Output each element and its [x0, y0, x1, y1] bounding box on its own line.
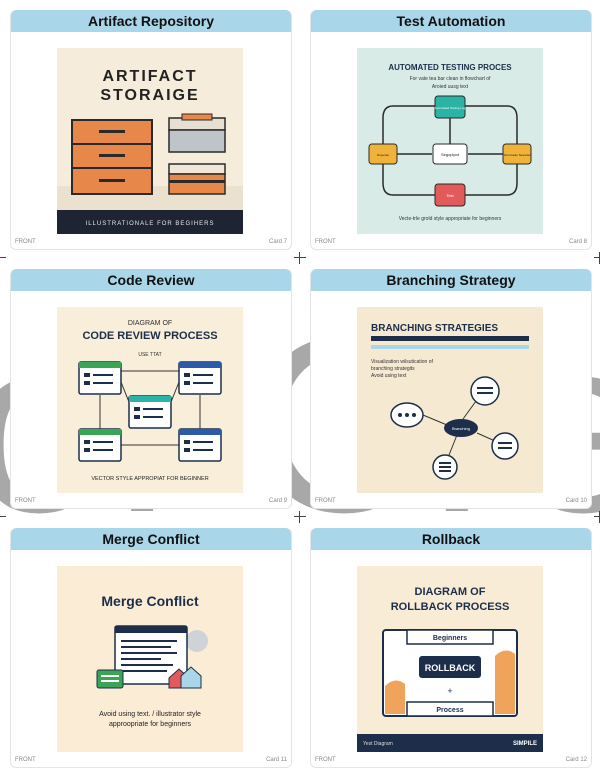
- illus-subtitle: Visualization wilsutication of: [371, 359, 433, 365]
- crop-mark: [0, 511, 6, 523]
- illus-headline: BRANCHING STRATEGIES: [371, 323, 498, 334]
- illus-headline: ARTIFACT: [102, 68, 197, 85]
- card-rollback: Rollback DIAGRAM OF ROLLBACK PROCESS Beg…: [310, 528, 592, 768]
- card-side-label: FRONT: [15, 239, 36, 245]
- card-number: Card 7: [268, 239, 287, 245]
- card-title: Rollback: [311, 528, 591, 550]
- test-automation-illustration: AUTOMATED TESTING PROCES For vate tea ba…: [357, 48, 543, 234]
- card-number: Card 11: [266, 757, 287, 763]
- rollback-illustration: DIAGRAM OF ROLLBACK PROCESS Beginners RO…: [357, 566, 543, 752]
- svg-text:+: +: [447, 686, 452, 696]
- illus-caption: approopriate for beginners: [109, 721, 192, 728]
- illus-subtitle: For vate tea bar clean in flowchart of: [410, 76, 491, 82]
- branching-illustration: BRANCHING STRATEGIES Visualization wilsu…: [357, 307, 543, 493]
- card-number: Card 9: [268, 498, 287, 504]
- illus-subtitle: branching strategits: [371, 366, 415, 372]
- code-window-icon: [78, 361, 122, 395]
- cabinet-icon: [71, 119, 153, 195]
- illus-headline: DIAGRAM OF: [415, 586, 486, 598]
- illus-headline: AUTOMATED TESTING PROCES: [388, 63, 512, 72]
- illus-headline: ROLLBACK PROCESS: [391, 601, 510, 613]
- code-review-illustration: DIAGRAM OF CODE REVIEW PROCESS USE TTAT: [57, 307, 243, 493]
- flow-node: [434, 95, 466, 119]
- illus-note: USE TTAT: [138, 352, 161, 358]
- card-title: Merge Conflict: [11, 528, 291, 550]
- illus-label: Summaian Nessolet: [504, 153, 531, 157]
- storage-box-icon: [168, 113, 226, 195]
- card-side-label: FRONT: [315, 239, 336, 245]
- illus-headline: STORAIGE: [100, 87, 199, 104]
- card-merge-conflict: Merge Conflict Merge Conflict Avoid usin…: [10, 528, 292, 768]
- illus-caption: Vecte-trle grold style appropriate for b…: [399, 216, 502, 222]
- illus-footer: SIMPILE: [513, 741, 537, 747]
- house-icon: [168, 666, 202, 689]
- card-title: Test Automation: [311, 10, 591, 32]
- branch-node: [444, 419, 478, 437]
- card-number: Card 12: [565, 757, 587, 763]
- card-side-label: FRONT: [15, 498, 36, 504]
- flow-node: [432, 143, 468, 165]
- illus-subtitle: Aroied uusg text: [432, 84, 469, 90]
- rollback-box: [419, 656, 481, 678]
- illus-headline: Merge Conflict: [101, 593, 199, 609]
- illus-label: Branching: [452, 426, 470, 431]
- illus-label: ROLLBACK: [425, 663, 476, 673]
- illus-subtitle: Avoid using text: [371, 373, 407, 379]
- illus-label: Roperiau: [377, 153, 390, 157]
- card-number: Card 10: [565, 498, 587, 504]
- card-title: Code Review: [11, 269, 291, 291]
- illus-caption: VECTOR STYLE APPROPIAT FOR BEGINNER: [91, 476, 208, 482]
- code-window-icon: [178, 361, 222, 395]
- crop-mark: [594, 511, 600, 523]
- code-window-icon: [78, 428, 122, 462]
- card-code-review: Code Review DIAGRAM OF CODE REVIEW PROCE…: [10, 269, 292, 509]
- card-side-label: FRONT: [15, 757, 36, 763]
- crop-mark: [294, 252, 306, 264]
- card-side-label: FRONT: [315, 498, 336, 504]
- card-branching-strategy: Branching Strategy BRANCHING STRATEGIES …: [310, 269, 592, 509]
- crop-mark: [294, 511, 306, 523]
- crop-mark: [594, 252, 600, 264]
- document-icon: [96, 669, 124, 689]
- artifact-storage-illustration: ARTIFACT STORAIGE ILLUSTRATIONALE FOR BE…: [57, 48, 243, 234]
- branch-node: [491, 432, 519, 460]
- code-window-icon: [128, 395, 172, 429]
- crop-mark: [0, 252, 6, 264]
- card-title: Artifact Repository: [11, 10, 291, 32]
- illus-headline: DIAGRAM OF: [128, 320, 172, 327]
- merge-conflict-illustration: Merge Conflict Avoid using text. / illus…: [57, 566, 243, 752]
- illus-label: Beginners: [433, 635, 467, 642]
- illus-caption: Avoid using text. / illustrator style: [99, 711, 201, 718]
- card-test-automation: Test Automation AUTOMATED TESTING PROCES…: [310, 10, 592, 250]
- code-window-icon: [178, 428, 222, 462]
- branch-node: [470, 376, 500, 406]
- card-number: Card 8: [568, 239, 587, 245]
- illus-footer: Yest Diagram: [363, 741, 393, 747]
- illus-caption: ILLUSTRATIONALE FOR BEGIHERS: [86, 221, 215, 227]
- illus-label: Process: [436, 707, 463, 714]
- card-artifact-repository: Artifact Repository ARTIFACT STORAIGE: [10, 10, 292, 250]
- flow-node: [502, 143, 532, 165]
- illus-label: Test: [446, 193, 454, 198]
- illus-label: Automated Testing Log: [435, 106, 466, 110]
- flow-node: [368, 143, 398, 165]
- illus-headline: CODE REVIEW PROCESS: [82, 330, 217, 342]
- illus-label: Segoplpot: [441, 152, 460, 157]
- card-title: Branching Strategy: [311, 269, 591, 291]
- flow-node: [434, 183, 466, 207]
- card-side-label: FRONT: [315, 757, 336, 763]
